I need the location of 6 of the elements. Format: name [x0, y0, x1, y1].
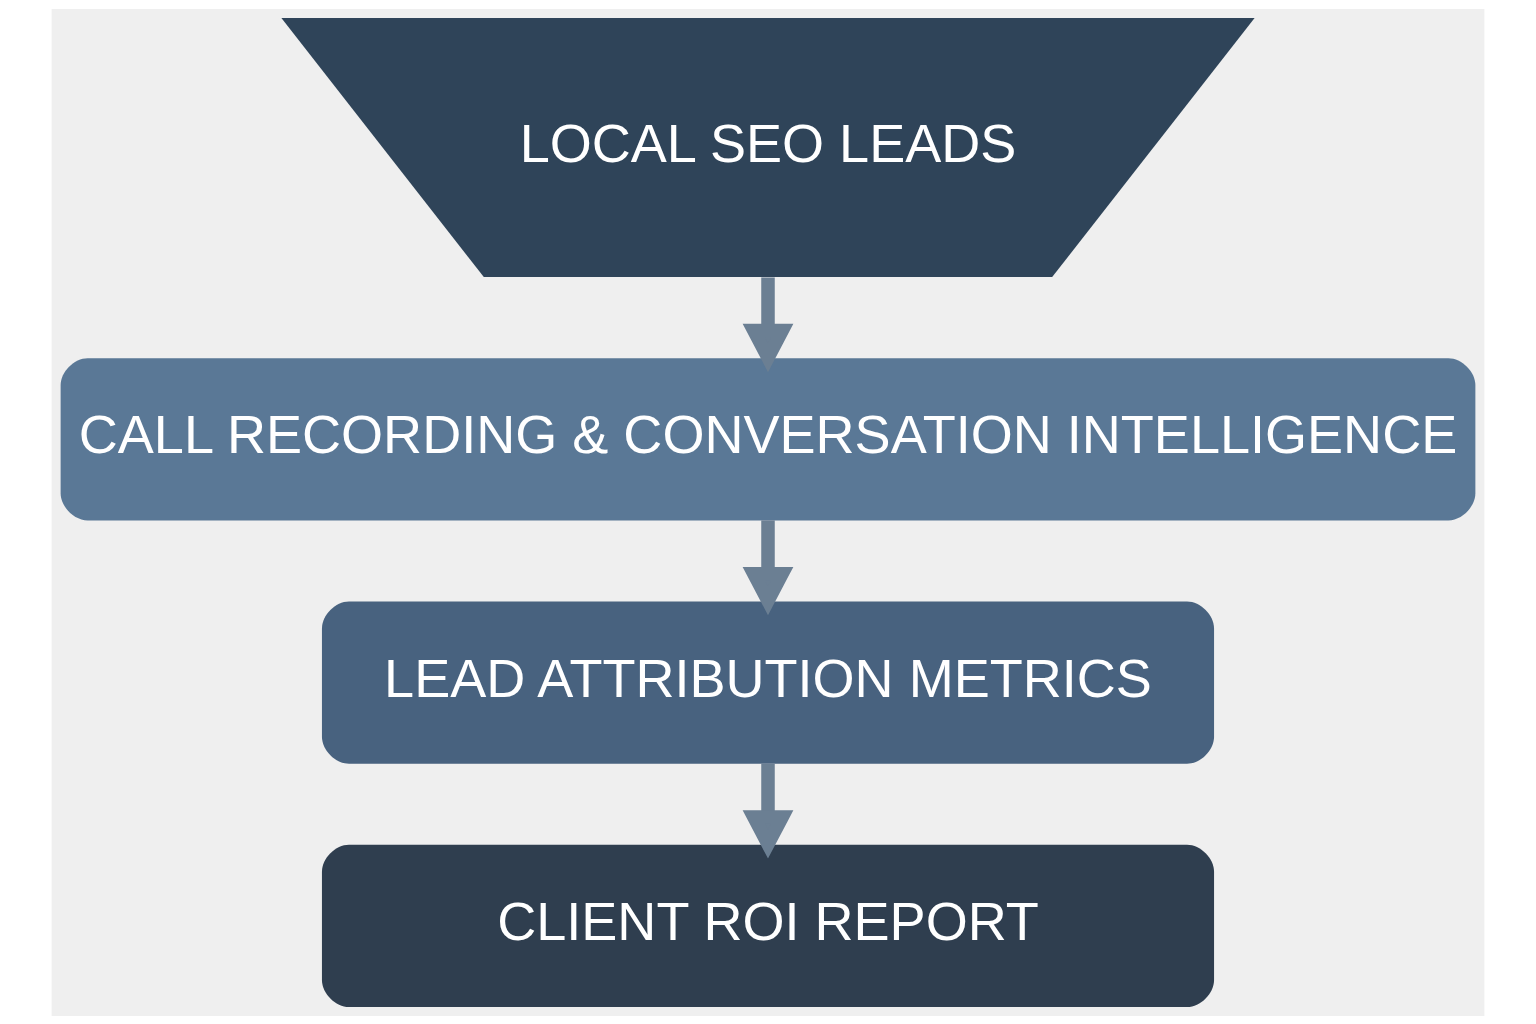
node-box: LEAD ATTRIBUTION METRICS [321, 601, 1215, 764]
arrow [742, 276, 794, 372]
arrow [742, 763, 794, 859]
node-box: CLIENT ROI REPORT [321, 844, 1215, 1007]
node-box: CALL RECORDING & CONVERSATION INTELLIGENCE [60, 357, 1476, 520]
arrow [742, 519, 794, 615]
